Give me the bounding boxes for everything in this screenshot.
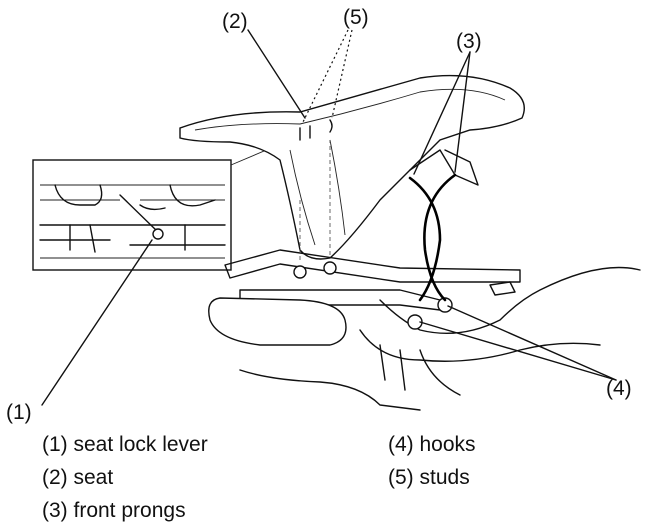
legend-seat: (2) seat: [42, 466, 114, 489]
seat-removal-illustration: [32, 29, 641, 411]
legend-seat-lock-lever: (1) seat lock lever: [42, 433, 208, 456]
callout-3: (3): [456, 30, 482, 53]
inset-lock-lever-detail: [32, 159, 232, 271]
frame-assembly: [208, 140, 641, 411]
leader-lines: [41, 29, 617, 406]
callout-4: (4): [606, 377, 632, 400]
legend-studs: (5) studs: [388, 466, 470, 489]
legend-hooks: (4) hooks: [388, 433, 476, 456]
callout-5: (5): [343, 6, 369, 29]
callout-1: (1): [6, 401, 32, 424]
legend-front-prongs: (3) front prongs: [42, 499, 186, 522]
callout-2: (2): [222, 10, 248, 33]
